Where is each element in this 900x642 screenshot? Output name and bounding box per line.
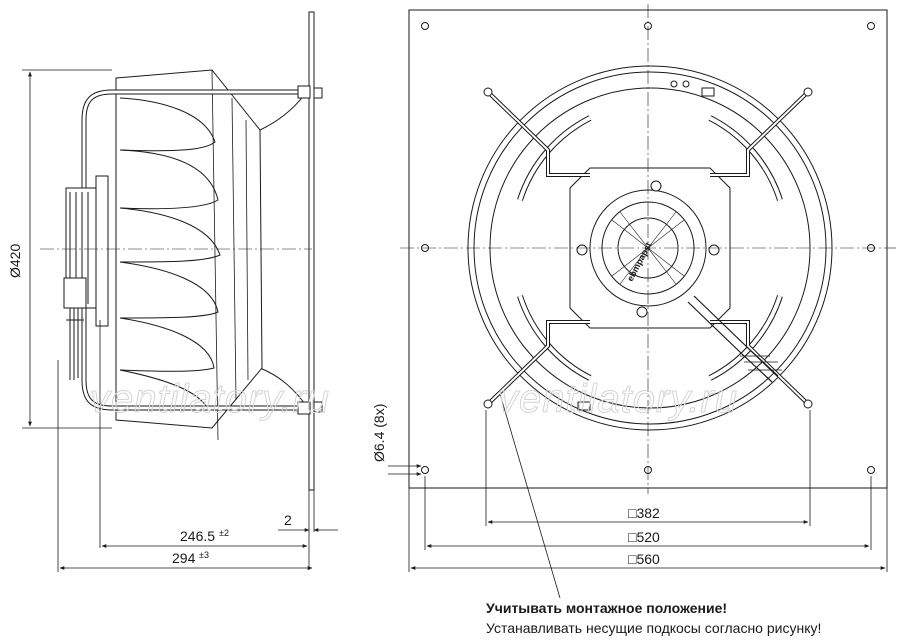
dim-square-520: □520 <box>628 529 660 545</box>
side-view-dimensions <box>22 69 338 572</box>
mounting-note-text: Устанавливать несущие подкосы согласно р… <box>486 620 822 636</box>
dim-hole-diameter: Ø6.4 (8x) <box>371 404 387 462</box>
front-view-dimensions <box>388 393 888 599</box>
dim-depth-total-tol: ±3 <box>199 550 209 560</box>
dim-diameter: Ø420 <box>7 244 23 278</box>
dim-square-382: □382 <box>628 505 660 521</box>
dim-depth-main-tol: ±2 <box>219 528 229 538</box>
side-cable-gland <box>63 277 87 309</box>
front-cable <box>687 295 779 383</box>
front-view <box>400 4 896 494</box>
dim-depth-total: 294 <box>172 550 196 566</box>
dim-square-560: □560 <box>628 551 660 567</box>
mounting-note-title: Учитывать монтажное положение! <box>486 600 728 616</box>
dim-gap: 2 <box>284 512 292 528</box>
dim-depth-main: 246.5 <box>180 528 215 544</box>
side-view <box>40 11 323 491</box>
watermark-right: ventilatory.ru <box>498 377 738 421</box>
watermark-left: ventilatory.ru <box>90 377 330 421</box>
